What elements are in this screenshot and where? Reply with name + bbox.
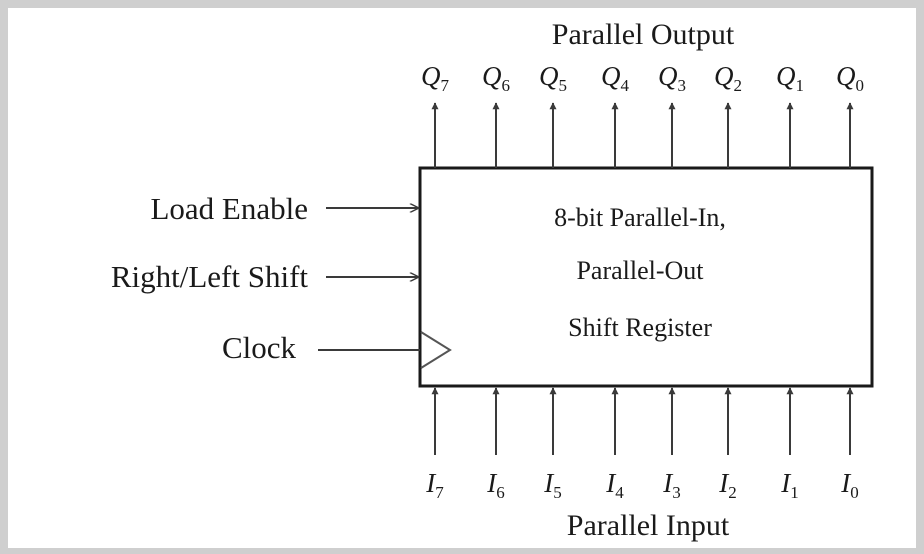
input-pin-i0-label: I0 <box>840 468 859 502</box>
input-pin-i0-subscript: 0 <box>850 483 859 502</box>
clock-label: Clock <box>222 330 297 365</box>
output-pin-q6-name: Q <box>482 61 502 91</box>
output-pin-q1-subscript: 1 <box>796 76 805 95</box>
output-pin-q6-label: Q6 <box>482 61 510 95</box>
input-pin-i7-subscript: 7 <box>435 483 444 502</box>
input-pin-i7-name: I <box>425 468 437 498</box>
output-pin-q7-name: Q <box>421 61 441 91</box>
output-pin-q4-name: Q <box>601 61 621 91</box>
output-pin-q7-label: Q7 <box>421 61 450 95</box>
output-pin-q0-name: Q <box>836 61 856 91</box>
input-pin-i5-label: I5 <box>543 468 562 502</box>
output-pin-q6-subscript: 6 <box>502 76 511 95</box>
output-pin-q0-label: Q0 <box>836 61 864 95</box>
input-pin-i1-name: I <box>780 468 792 498</box>
output-pin-q2-subscript: 2 <box>734 76 743 95</box>
input-pin-i6-name: I <box>486 468 498 498</box>
input-pin-i0-name: I <box>840 468 852 498</box>
parallel-input-title: Parallel Input <box>567 509 730 542</box>
output-pin-q5-subscript: 5 <box>559 76 568 95</box>
parallel-output-title: Parallel Output <box>552 18 735 51</box>
block-label-line-1: 8-bit Parallel-In, <box>554 203 726 232</box>
input-pin-i4-subscript: 4 <box>615 483 624 502</box>
block-label-line-3: Shift Register <box>568 313 712 342</box>
input-pin-i4-name: I <box>605 468 617 498</box>
output-pin-q5-label: Q5 <box>539 61 567 95</box>
output-pin-q3-name: Q <box>658 61 678 91</box>
output-pin-q3-subscript: 3 <box>678 76 687 95</box>
output-pin-q2-name: Q <box>714 61 734 91</box>
shift-direction-label: Right/Left Shift <box>111 259 309 294</box>
input-pin-i1-label: I1 <box>780 468 799 502</box>
load-enable-label: Load Enable <box>150 191 308 226</box>
input-pin-i2-label: I2 <box>718 468 737 502</box>
input-pin-i5-subscript: 5 <box>553 483 562 502</box>
input-pin-i5-name: I <box>543 468 555 498</box>
input-pin-i3-subscript: 3 <box>672 483 681 502</box>
input-pin-i6-subscript: 6 <box>496 483 505 502</box>
output-pin-q1-name: Q <box>776 61 796 91</box>
block-label-line-2: Parallel-Out <box>576 256 704 285</box>
input-pin-i2-subscript: 2 <box>728 483 737 502</box>
output-pin-q4-label: Q4 <box>601 61 630 95</box>
output-pin-q4-subscript: 4 <box>621 76 630 95</box>
output-pin-q7-subscript: 7 <box>441 76 450 95</box>
input-pin-i4-label: I4 <box>605 468 624 502</box>
clock-triangle-icon <box>420 331 452 369</box>
output-pin-q0-subscript: 0 <box>856 76 865 95</box>
input-pin-i3-label: I3 <box>662 468 681 502</box>
input-pin-i6-label: I6 <box>486 468 505 502</box>
output-pin-q2-label: Q2 <box>714 61 742 95</box>
shift-register-block <box>418 166 874 388</box>
output-pin-q3-label: Q3 <box>658 61 686 95</box>
input-pin-i7-label: I7 <box>425 468 444 502</box>
output-pin-q1-label: Q1 <box>776 61 804 95</box>
output-pin-q5-name: Q <box>539 61 559 91</box>
input-pin-i1-subscript: 1 <box>790 483 799 502</box>
input-pin-i3-name: I <box>662 468 674 498</box>
input-pin-i2-name: I <box>718 468 730 498</box>
